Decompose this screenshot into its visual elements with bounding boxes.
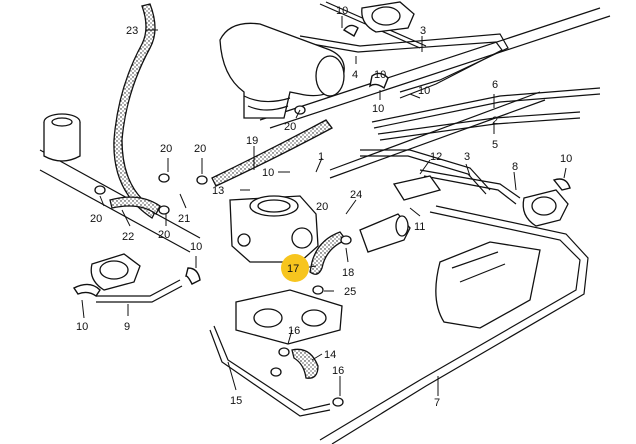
callout-16: 16: [332, 365, 344, 377]
hose-10-top: [342, 24, 359, 37]
callout-9: 9: [124, 321, 130, 333]
callout-4: 4: [352, 69, 358, 81]
callout-7: 7: [434, 397, 440, 409]
callout-10: 10: [262, 167, 274, 179]
callout-10: 10: [372, 103, 384, 115]
callout-20: 20: [90, 213, 102, 225]
long-lines-bottom: [209, 205, 589, 444]
distribution-block: [392, 175, 442, 201]
callout-10: 10: [76, 321, 88, 333]
throttle-body: [229, 195, 319, 263]
callout-10: 10: [418, 85, 430, 97]
callout-22: 22: [122, 231, 134, 243]
hose-10-right: [552, 178, 571, 191]
callout-20: 20: [160, 143, 172, 155]
callout-labels: 23 10 3 4 10 10 10 20 6 2 19 20 20 1 12 …: [76, 5, 572, 409]
callout-20: 20: [316, 201, 328, 213]
pressure-regulator-top: [361, 1, 415, 33]
callout-5: 5: [492, 139, 498, 151]
line-9: [96, 279, 183, 303]
callout-2: 2: [492, 115, 498, 127]
callout-8: 8: [512, 161, 518, 173]
callout-18: 18: [342, 267, 354, 279]
callout-25: 25: [344, 286, 356, 298]
regulator-left: [90, 253, 141, 291]
callout-3: 3: [464, 151, 470, 163]
callout-13: 13: [212, 185, 224, 197]
pipe-network-top: [299, 1, 601, 205]
chassis-lines: [39, 7, 611, 253]
leader-lines: [81, 16, 567, 396]
callout-10: 10: [374, 69, 386, 81]
hose-10-left: [185, 267, 201, 285]
idle-valve: [359, 213, 411, 253]
callout-10: 10: [336, 5, 348, 17]
hose-14: [291, 348, 319, 379]
highlight-badge: [281, 254, 309, 282]
callout-1: 1: [318, 151, 324, 163]
intake-flange: [235, 289, 343, 345]
callout-24: 24: [350, 189, 362, 201]
hose-19: [211, 119, 333, 187]
callout-20: 20: [284, 121, 296, 133]
callout-20: 20: [194, 143, 206, 155]
callout-11: 11: [414, 221, 425, 233]
air-box: [435, 241, 541, 329]
callout-19: 19: [246, 135, 258, 147]
hose-17: [309, 231, 348, 275]
hose-10-mid: [368, 72, 389, 90]
hose-10-bottom: [72, 283, 101, 298]
callout-6: 6: [492, 79, 498, 91]
callout-21: 21: [178, 213, 190, 225]
fuel-filter-cylinder: [43, 113, 81, 162]
callout-14: 14: [324, 349, 336, 361]
callout-23: 23: [126, 25, 138, 37]
hose-23: [113, 3, 157, 219]
callout-10: 10: [190, 241, 202, 253]
clamps: [94, 105, 352, 407]
callout-15: 15: [230, 395, 242, 407]
callout-3: 3: [420, 25, 426, 37]
callout-17: 17: [287, 263, 299, 275]
callout-12: 12: [430, 151, 442, 163]
regulator-right: [522, 189, 569, 227]
callout-16: 16: [288, 325, 300, 337]
callout-20: 20: [158, 229, 170, 241]
intake-elbow: [219, 22, 345, 119]
callout-10: 10: [560, 153, 572, 165]
hose-22: [109, 196, 161, 215]
